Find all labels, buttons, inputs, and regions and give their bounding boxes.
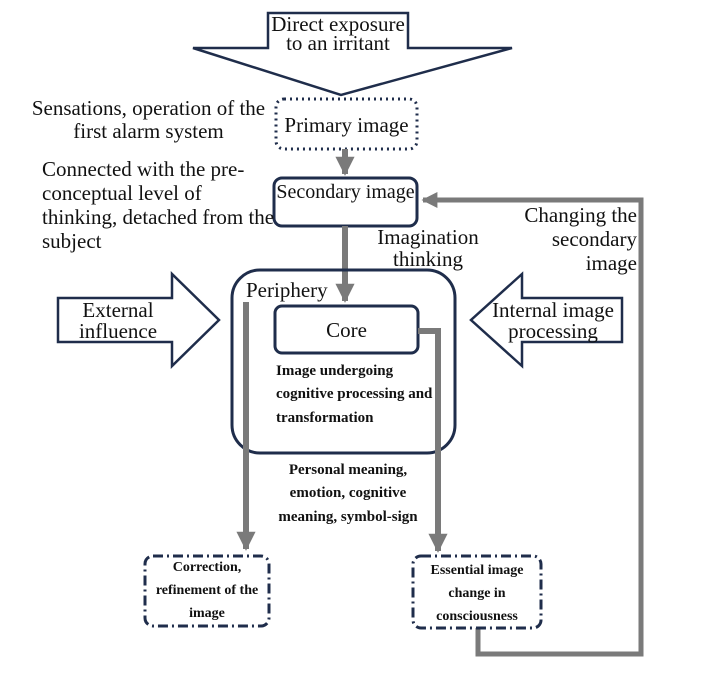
image-undergoing-annotation: Image undergoing cognitive processing an… <box>276 363 433 426</box>
connected-annotation: Connected with the pre-conceptual level … <box>42 157 275 253</box>
secondary-image-label: Secondary image <box>276 181 415 203</box>
direct-exposure-label: Direct exposure to an irritant <box>271 12 405 55</box>
external-influence-arrow-shape <box>56 271 221 369</box>
internal-processing-arrow-shape <box>469 271 624 369</box>
essential-change-label: Essential image change in consciousness <box>430 563 524 624</box>
imagination-annotation: Imagination thinking <box>377 225 479 271</box>
correction-label: Correction, refinement of the image <box>155 560 259 621</box>
periphery-label: Periphery <box>246 278 328 302</box>
feedback-loop-arrow <box>421 191 644 657</box>
changing-annotation: Changing the secondary image <box>524 203 637 275</box>
internal-processing-label: Internal image processing <box>492 298 614 343</box>
sensations-annotation: Sensations, operation of the first alarm… <box>31 96 266 143</box>
correction-box <box>143 554 271 628</box>
periphery-box <box>230 268 457 455</box>
core-label: Core <box>326 318 367 342</box>
direct-exposure-arrow-shape <box>192 11 513 97</box>
essential-change-box <box>411 554 543 630</box>
external-influence-label: External influence <box>78 298 158 343</box>
primary-image-label: Primary image <box>284 113 409 137</box>
personal-meaning-annotation: Personal meaning, emotion, cognitive mea… <box>278 462 418 525</box>
core-to-essential-change-arrow <box>418 328 448 553</box>
